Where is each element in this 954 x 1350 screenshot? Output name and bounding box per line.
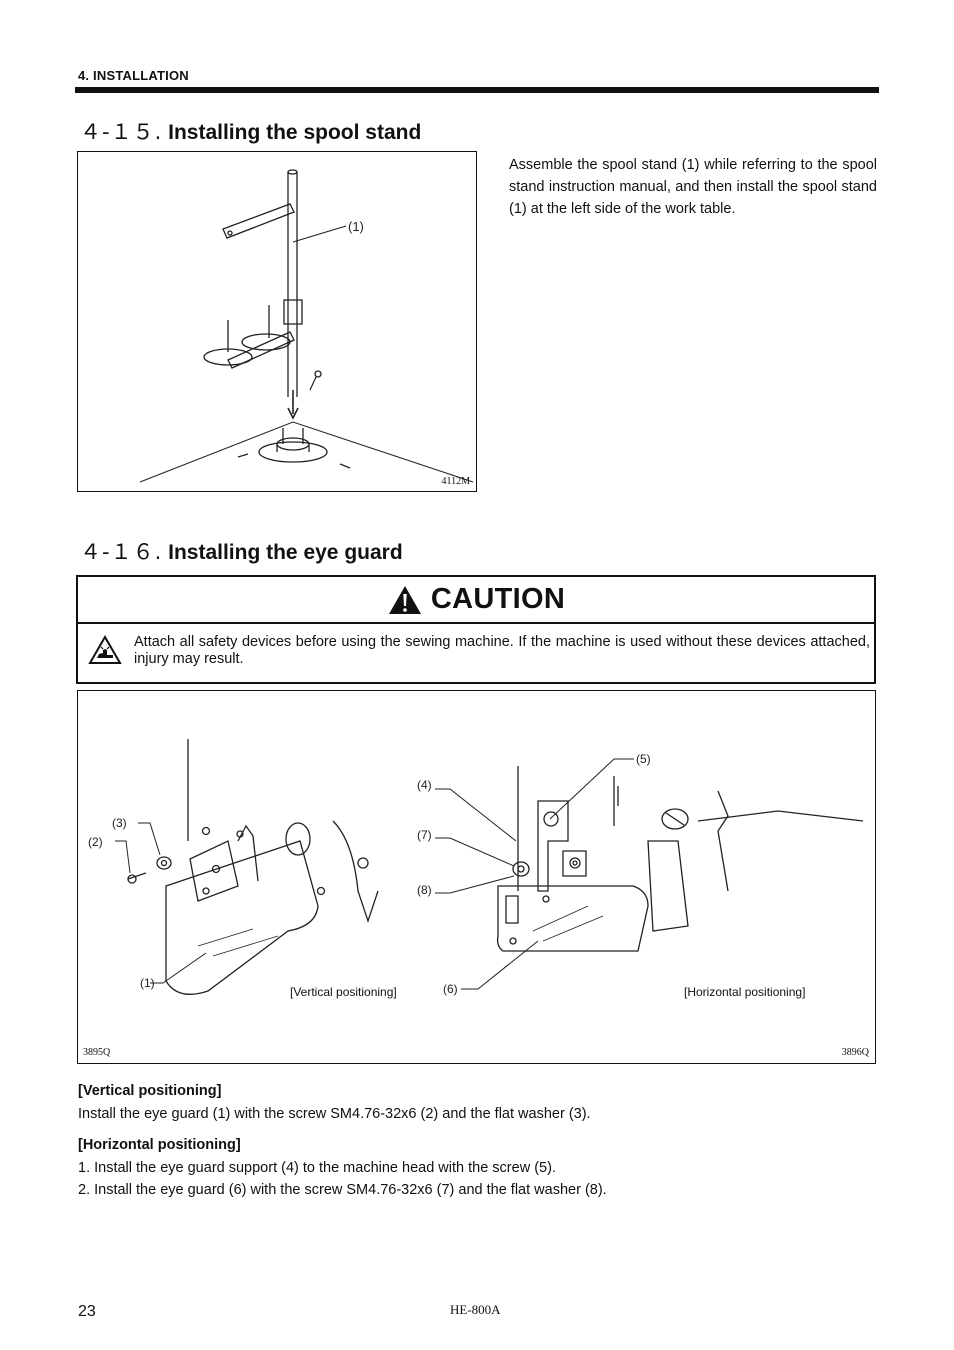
horizontal-step-2: 2. Install the eye guard (6) with the sc… bbox=[78, 1182, 607, 1198]
model-name: HE-800A bbox=[450, 1302, 501, 1317]
caution-box: CAUTION Attach all safety devices before… bbox=[76, 575, 876, 684]
horizontal-positioning-heading: [Horizontal positioning] bbox=[78, 1137, 241, 1153]
page-number: 23 bbox=[78, 1303, 96, 1320]
caution-text: Attach all safety devices before using t… bbox=[134, 634, 870, 667]
spool-stand-callout: (1) bbox=[348, 219, 364, 234]
callout-right-7: (7) bbox=[417, 828, 432, 842]
section-415-heading: ４-１５. Installing the spool stand bbox=[80, 116, 421, 146]
spool-stand-illustration: (1) bbox=[139, 169, 474, 483]
eye-guard-right-figure-code: 3896Q bbox=[841, 1047, 869, 1058]
callout-right-4: (4) bbox=[417, 778, 432, 792]
header-rule bbox=[75, 87, 879, 93]
section-416-title: Installing the eye guard bbox=[168, 541, 403, 564]
callout-right-5: (5) bbox=[636, 752, 651, 766]
eye-guard-left-figure-code: 3895Q bbox=[83, 1047, 111, 1058]
warning-triangle-icon bbox=[388, 585, 421, 614]
callout-right-6: (6) bbox=[443, 982, 458, 996]
vertical-positioning-heading: [Vertical positioning] bbox=[78, 1083, 222, 1099]
spool-stand-figure-code: 4112M bbox=[441, 476, 470, 487]
section-415-number: ４-１５. bbox=[80, 120, 163, 144]
eye-guard-figure: (3) (2) (1) (4) (5) (7) (8) (6) [Vertica… bbox=[77, 690, 876, 1064]
vertical-positioning-caption: [Vertical positioning] bbox=[290, 985, 397, 999]
spool-stand-figure: (1) 4112M bbox=[77, 151, 477, 492]
spool-stand-instructions: Assemble the spool stand (1) while refer… bbox=[509, 157, 877, 217]
eye-guard-illustration: (3) (2) (1) (4) (5) (7) (8) (6) bbox=[88, 739, 864, 996]
callout-left-1: (1) bbox=[140, 976, 155, 990]
caution-heading: CAUTION bbox=[430, 583, 566, 615]
section-416-number: ４-１６. bbox=[80, 540, 163, 564]
callout-right-8: (8) bbox=[417, 883, 432, 897]
caution-header: CAUTION bbox=[78, 577, 874, 624]
horizontal-positioning-caption: [Horizontal positioning] bbox=[684, 985, 806, 999]
section-415-title: Installing the spool stand bbox=[168, 121, 422, 144]
horizontal-step-1: 1. Install the eye guard support (4) to … bbox=[78, 1160, 556, 1176]
callout-left-2: (2) bbox=[88, 835, 103, 849]
callout-left-3: (3) bbox=[112, 816, 127, 830]
running-head: 4. INSTALLATION bbox=[78, 68, 189, 83]
hand-injury-warning-icon bbox=[88, 635, 122, 664]
section-416-heading: ４-１６. Installing the eye guard bbox=[80, 536, 403, 566]
vertical-positioning-text: Install the eye guard (1) with the screw… bbox=[78, 1106, 591, 1122]
